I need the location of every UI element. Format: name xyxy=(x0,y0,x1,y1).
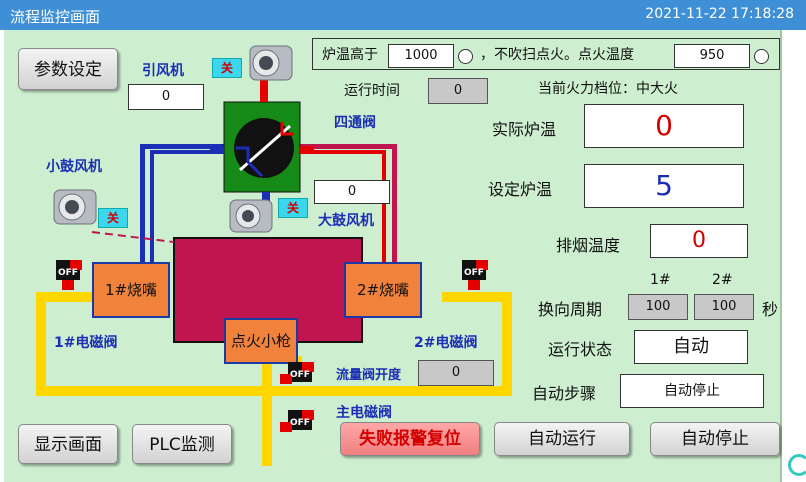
main-valve[interactable]: OFF xyxy=(280,410,314,432)
valve-blue-left xyxy=(210,146,224,154)
yellow-pipe-right xyxy=(502,292,512,396)
auto-run-button[interactable]: 自动运行 xyxy=(494,422,630,456)
reversing-label: 换向周期 xyxy=(538,300,603,319)
exhaust-temp-value: 0 xyxy=(650,224,748,258)
blue-duct-inner-top xyxy=(150,150,226,154)
ignition-condition-box xyxy=(312,38,780,70)
burner-2: 2#烧嘴 xyxy=(344,262,422,318)
process-diagram xyxy=(36,45,512,466)
fire-level-label: 当前火力档位：中大火 xyxy=(538,81,678,97)
valve-red-top xyxy=(260,80,268,102)
large-fan-icon xyxy=(229,199,273,233)
reversing-header-2: 2# xyxy=(712,272,733,288)
blue-duct-inner-left xyxy=(150,150,154,264)
ignition-temp-value[interactable]: 950 xyxy=(674,44,750,68)
run-time-label: 运行时间 xyxy=(344,83,400,99)
actual-temp-value: 0 xyxy=(584,104,744,148)
param-set-button[interactable]: 参数设定 xyxy=(18,48,118,90)
valve-2[interactable]: OFF xyxy=(454,260,488,290)
flow-valve-state: OFF xyxy=(290,370,310,380)
main-valve-stem xyxy=(280,422,292,432)
red-duct-top xyxy=(300,144,396,149)
set-temp-value[interactable]: 5 xyxy=(584,164,744,208)
induced-fan-label: 引风机 xyxy=(142,63,184,79)
valve-2-stem xyxy=(468,280,480,290)
display-screen-button[interactable]: 显示画面 xyxy=(18,424,118,464)
main-valve-indicator xyxy=(302,410,314,420)
plc-monitor-button[interactable]: PLC监测 xyxy=(132,424,232,464)
valve-blue-bottom xyxy=(262,192,270,204)
main-valve-state: OFF xyxy=(290,418,310,428)
valve-2-indicator xyxy=(476,260,488,270)
decorative-ring-icon xyxy=(788,454,806,476)
yellow-pipe-left xyxy=(36,292,46,396)
large-fan-value: 0 xyxy=(314,180,390,204)
window-title: 流程监控画面 xyxy=(10,8,101,26)
red-duct-right xyxy=(392,144,397,264)
small-fan-state[interactable]: 关 xyxy=(98,208,128,228)
valve-1-indicator xyxy=(70,260,82,270)
run-time-value: 0 xyxy=(428,78,488,104)
small-fan-line xyxy=(91,231,175,243)
reversing-value-1[interactable]: 100 xyxy=(628,294,688,320)
small-fan-icon xyxy=(53,189,97,225)
temp-high-label: 炉温高于 xyxy=(322,47,378,63)
yellow-pipe-left-top xyxy=(36,292,96,302)
set-temp-label: 设定炉温 xyxy=(488,180,553,199)
yellow-pipe-right-top xyxy=(442,292,512,302)
large-fan-label: 大鼓风机 xyxy=(318,213,374,229)
auto-step-label: 自动步骤 xyxy=(532,384,597,403)
no-blow-text: ，不吹扫点火。点火温度 xyxy=(480,47,634,63)
red-duct-inner-right xyxy=(382,150,386,264)
induced-fan-icon xyxy=(249,45,293,81)
actual-temp-label: 实际炉温 xyxy=(492,120,557,139)
ignition-temp-indicator xyxy=(754,49,769,64)
burner-1: 1#烧嘴 xyxy=(92,262,170,318)
run-status-value: 自动 xyxy=(634,330,748,364)
reversing-value-2[interactable]: 100 xyxy=(694,294,754,320)
valve-1-stem xyxy=(62,280,74,290)
reversing-unit: 秒 xyxy=(762,300,779,319)
auto-stop-button[interactable]: 自动停止 xyxy=(650,422,780,456)
valve-blue-arrow xyxy=(236,146,264,178)
yellow-pipe-bottom xyxy=(36,386,512,396)
temp-high-indicator xyxy=(458,49,473,64)
small-fan-label: 小鼓风机 xyxy=(46,159,102,175)
flow-valve-stem xyxy=(280,374,292,384)
flow-valve-value: 0 xyxy=(418,360,494,386)
valve-1[interactable]: OFF xyxy=(48,260,82,290)
reversing-header-1: 1# xyxy=(650,272,671,288)
datetime: 2021-11-22 17:18:28 xyxy=(645,6,794,22)
temp-high-value[interactable]: 1000 xyxy=(388,44,454,68)
four-way-valve-label: 四通阀 xyxy=(334,115,376,131)
induced-fan-state[interactable]: 关 xyxy=(212,58,242,78)
title-bar: 流程监控画面 2021-11-22 17:18:28 xyxy=(0,0,806,30)
valve-2-state: OFF xyxy=(464,268,484,278)
blue-duct-top xyxy=(140,144,226,149)
process-panel: 参数设定 引风机 关 0 小鼓风机 关 关 0 大鼓风机 四通阀 运行时间 0 … xyxy=(4,30,782,482)
induced-fan-value: 0 xyxy=(128,84,204,110)
alarm-reset-button[interactable]: 失败报警复位 xyxy=(340,422,480,456)
exhaust-temp-label: 排烟温度 xyxy=(556,236,621,255)
flow-valve[interactable]: OFF xyxy=(280,362,314,384)
auto-step-value: 自动停止 xyxy=(620,374,764,408)
flow-valve-indicator xyxy=(302,362,314,372)
yellow-pipe-main xyxy=(262,356,272,466)
main-valve-label: 主电磁阀 xyxy=(336,405,392,421)
red-duct-inner-top xyxy=(300,150,386,154)
right-margin-area xyxy=(782,30,806,482)
large-fan-state[interactable]: 关 xyxy=(278,198,308,218)
valve-red-right xyxy=(300,146,314,154)
flow-valve-label: 流量阀开度 xyxy=(336,368,402,383)
run-status-label: 运行状态 xyxy=(548,340,613,359)
valve-red-arrow xyxy=(280,122,294,136)
pilot-burner: 点火小枪 xyxy=(224,318,298,364)
blue-duct-left xyxy=(140,144,145,264)
valve-1-state: OFF xyxy=(58,268,78,278)
valve-1-label: 1#电磁阀 xyxy=(54,335,118,351)
valve-2-label: 2#电磁阀 xyxy=(414,335,478,351)
